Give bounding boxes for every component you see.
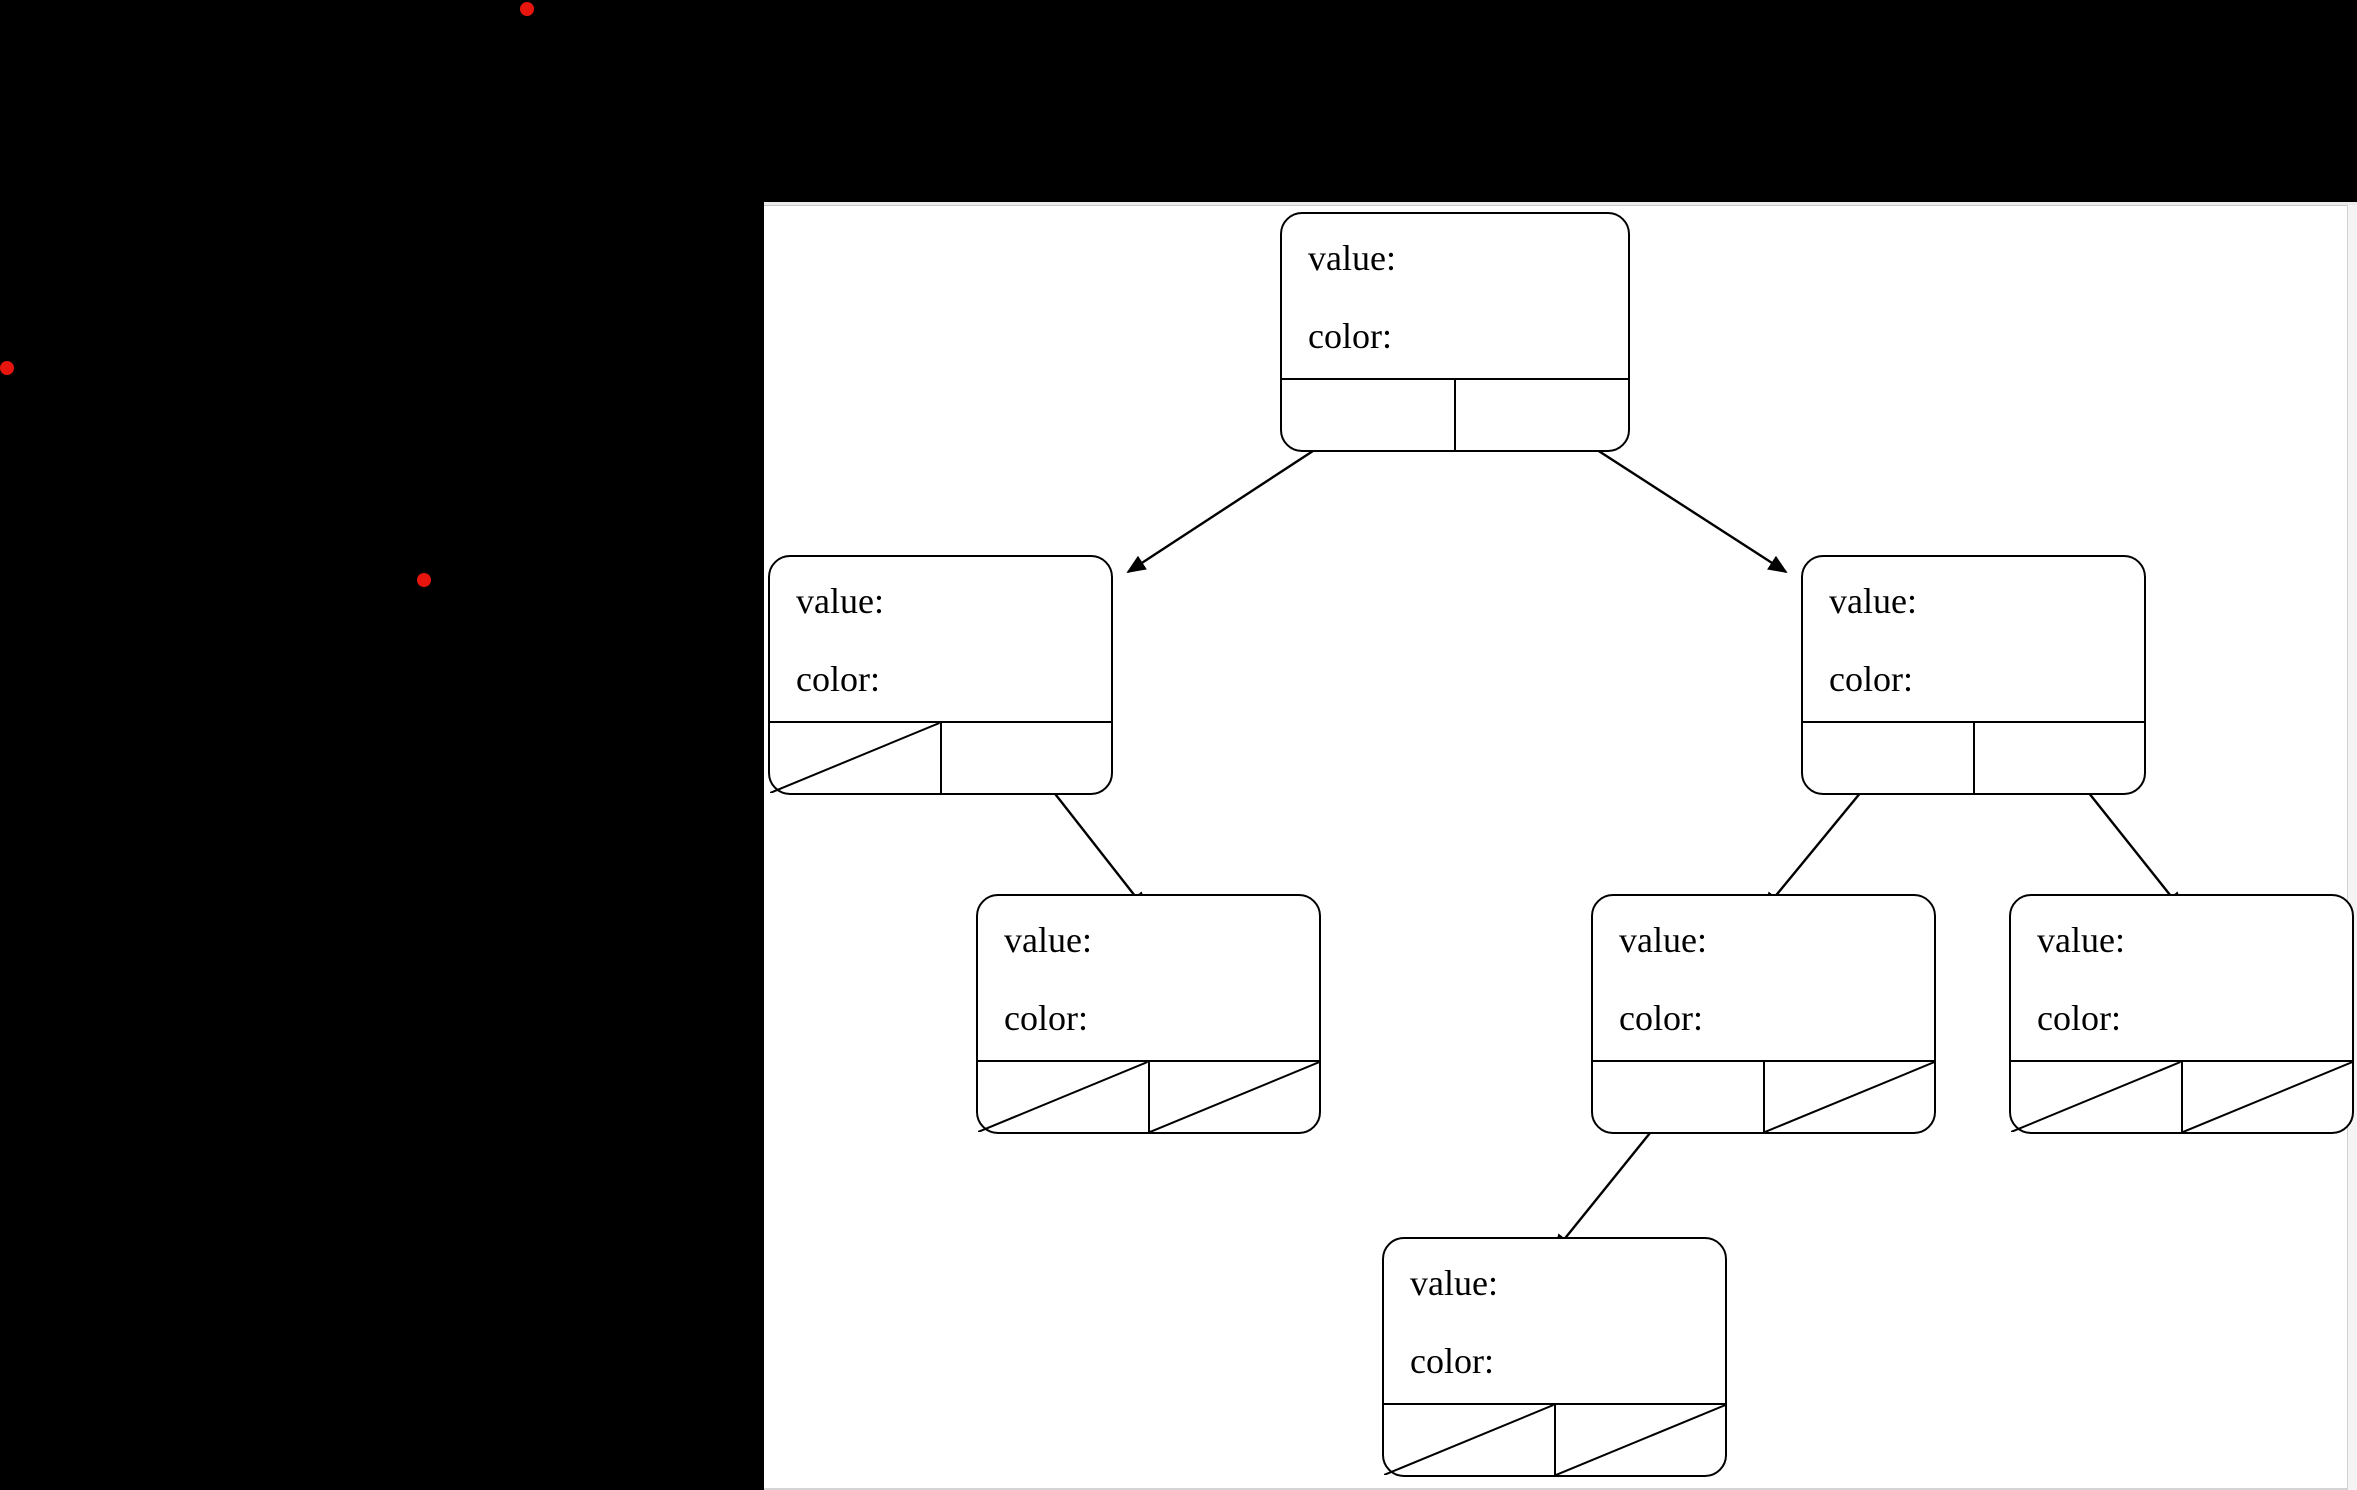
node-color-label: color: xyxy=(796,659,880,699)
node-left[interactable]: value: color: xyxy=(768,555,1113,795)
node-fields: value: color: xyxy=(2011,896,2352,1036)
node-right[interactable]: value: color: xyxy=(1801,555,2146,795)
node-color-label: color: xyxy=(1410,1341,1494,1381)
node-root[interactable]: value: color: xyxy=(1280,212,1630,452)
node-right-right[interactable]: value: color: xyxy=(2009,894,2354,1134)
node-value-label: value: xyxy=(2037,920,2125,960)
node-pointer-row xyxy=(978,1060,1319,1132)
node-value-label: value: xyxy=(1308,238,1396,278)
node-right-pointer-cell[interactable] xyxy=(2183,1062,2353,1132)
node-value-label: value: xyxy=(1410,1263,1498,1303)
node-fields: value: color: xyxy=(1593,896,1934,1036)
node-right-pointer-cell[interactable] xyxy=(1556,1405,1726,1475)
node-pointer-row xyxy=(1803,721,2144,793)
null-pointer-slash-icon xyxy=(2011,1062,2181,1132)
diagram-viewport[interactable]: value:color:value:color:value:color:valu… xyxy=(764,202,2357,1490)
node-color-label: color: xyxy=(1829,659,1913,699)
node-deep-leaf[interactable]: value: color: xyxy=(1382,1237,1727,1477)
node-left-pointer-cell[interactable] xyxy=(978,1062,1150,1132)
null-pointer-slash-icon xyxy=(978,1062,1148,1132)
node-right-pointer-cell[interactable] xyxy=(942,723,1112,793)
panel-bottom-divider xyxy=(764,1488,2357,1490)
null-pointer-slash-icon xyxy=(1150,1062,1320,1132)
node-pointer-row xyxy=(1384,1403,1725,1475)
node-value-label: value: xyxy=(1829,581,1917,621)
node-pointer-row xyxy=(2011,1060,2352,1132)
node-fields: value: color: xyxy=(770,557,1111,697)
node-fields: value: color: xyxy=(1282,214,1628,354)
node-right-pointer-cell[interactable] xyxy=(1765,1062,1935,1132)
marker-dot-mid xyxy=(417,573,431,587)
null-pointer-slash-icon xyxy=(2183,1062,2353,1132)
node-left-pointer-cell[interactable] xyxy=(2011,1062,2183,1132)
node-left-pointer-cell[interactable] xyxy=(770,723,942,793)
node-left-pointer-cell[interactable] xyxy=(1803,723,1975,793)
node-right-pointer-cell[interactable] xyxy=(1456,380,1628,450)
node-value-label: value: xyxy=(796,581,884,621)
node-value-label: value: xyxy=(1004,920,1092,960)
node-color-label: color: xyxy=(1619,998,1703,1038)
vertical-scrollbar[interactable] xyxy=(2347,205,2357,1490)
node-pointer-row xyxy=(1593,1060,1934,1132)
node-pointer-row xyxy=(1282,378,1628,450)
node-right-left[interactable]: value: color: xyxy=(1591,894,1936,1134)
node-left-pointer-cell[interactable] xyxy=(1384,1405,1556,1475)
null-pointer-slash-icon xyxy=(770,723,940,793)
null-pointer-slash-icon xyxy=(1765,1062,1935,1132)
null-pointer-slash-icon xyxy=(1384,1405,1554,1475)
node-value-label: value: xyxy=(1619,920,1707,960)
node-left-right[interactable]: value: color: xyxy=(976,894,1321,1134)
null-pointer-slash-icon xyxy=(1556,1405,1726,1475)
node-color-label: color: xyxy=(1004,998,1088,1038)
node-right-pointer-cell[interactable] xyxy=(1975,723,2145,793)
marker-dot-left xyxy=(0,361,14,375)
node-left-pointer-cell[interactable] xyxy=(1282,380,1456,450)
node-color-label: color: xyxy=(2037,998,2121,1038)
node-fields: value: color: xyxy=(1803,557,2144,697)
node-color-label: color: xyxy=(1308,316,1392,356)
black-canvas-region xyxy=(0,0,764,1490)
marker-dot-top xyxy=(520,2,534,16)
node-right-pointer-cell[interactable] xyxy=(1150,1062,1320,1132)
node-left-pointer-cell[interactable] xyxy=(1593,1062,1765,1132)
node-fields: value: color: xyxy=(978,896,1319,1036)
panel-top-divider xyxy=(764,202,2357,206)
node-fields: value: color: xyxy=(1384,1239,1725,1379)
node-pointer-row xyxy=(770,721,1111,793)
